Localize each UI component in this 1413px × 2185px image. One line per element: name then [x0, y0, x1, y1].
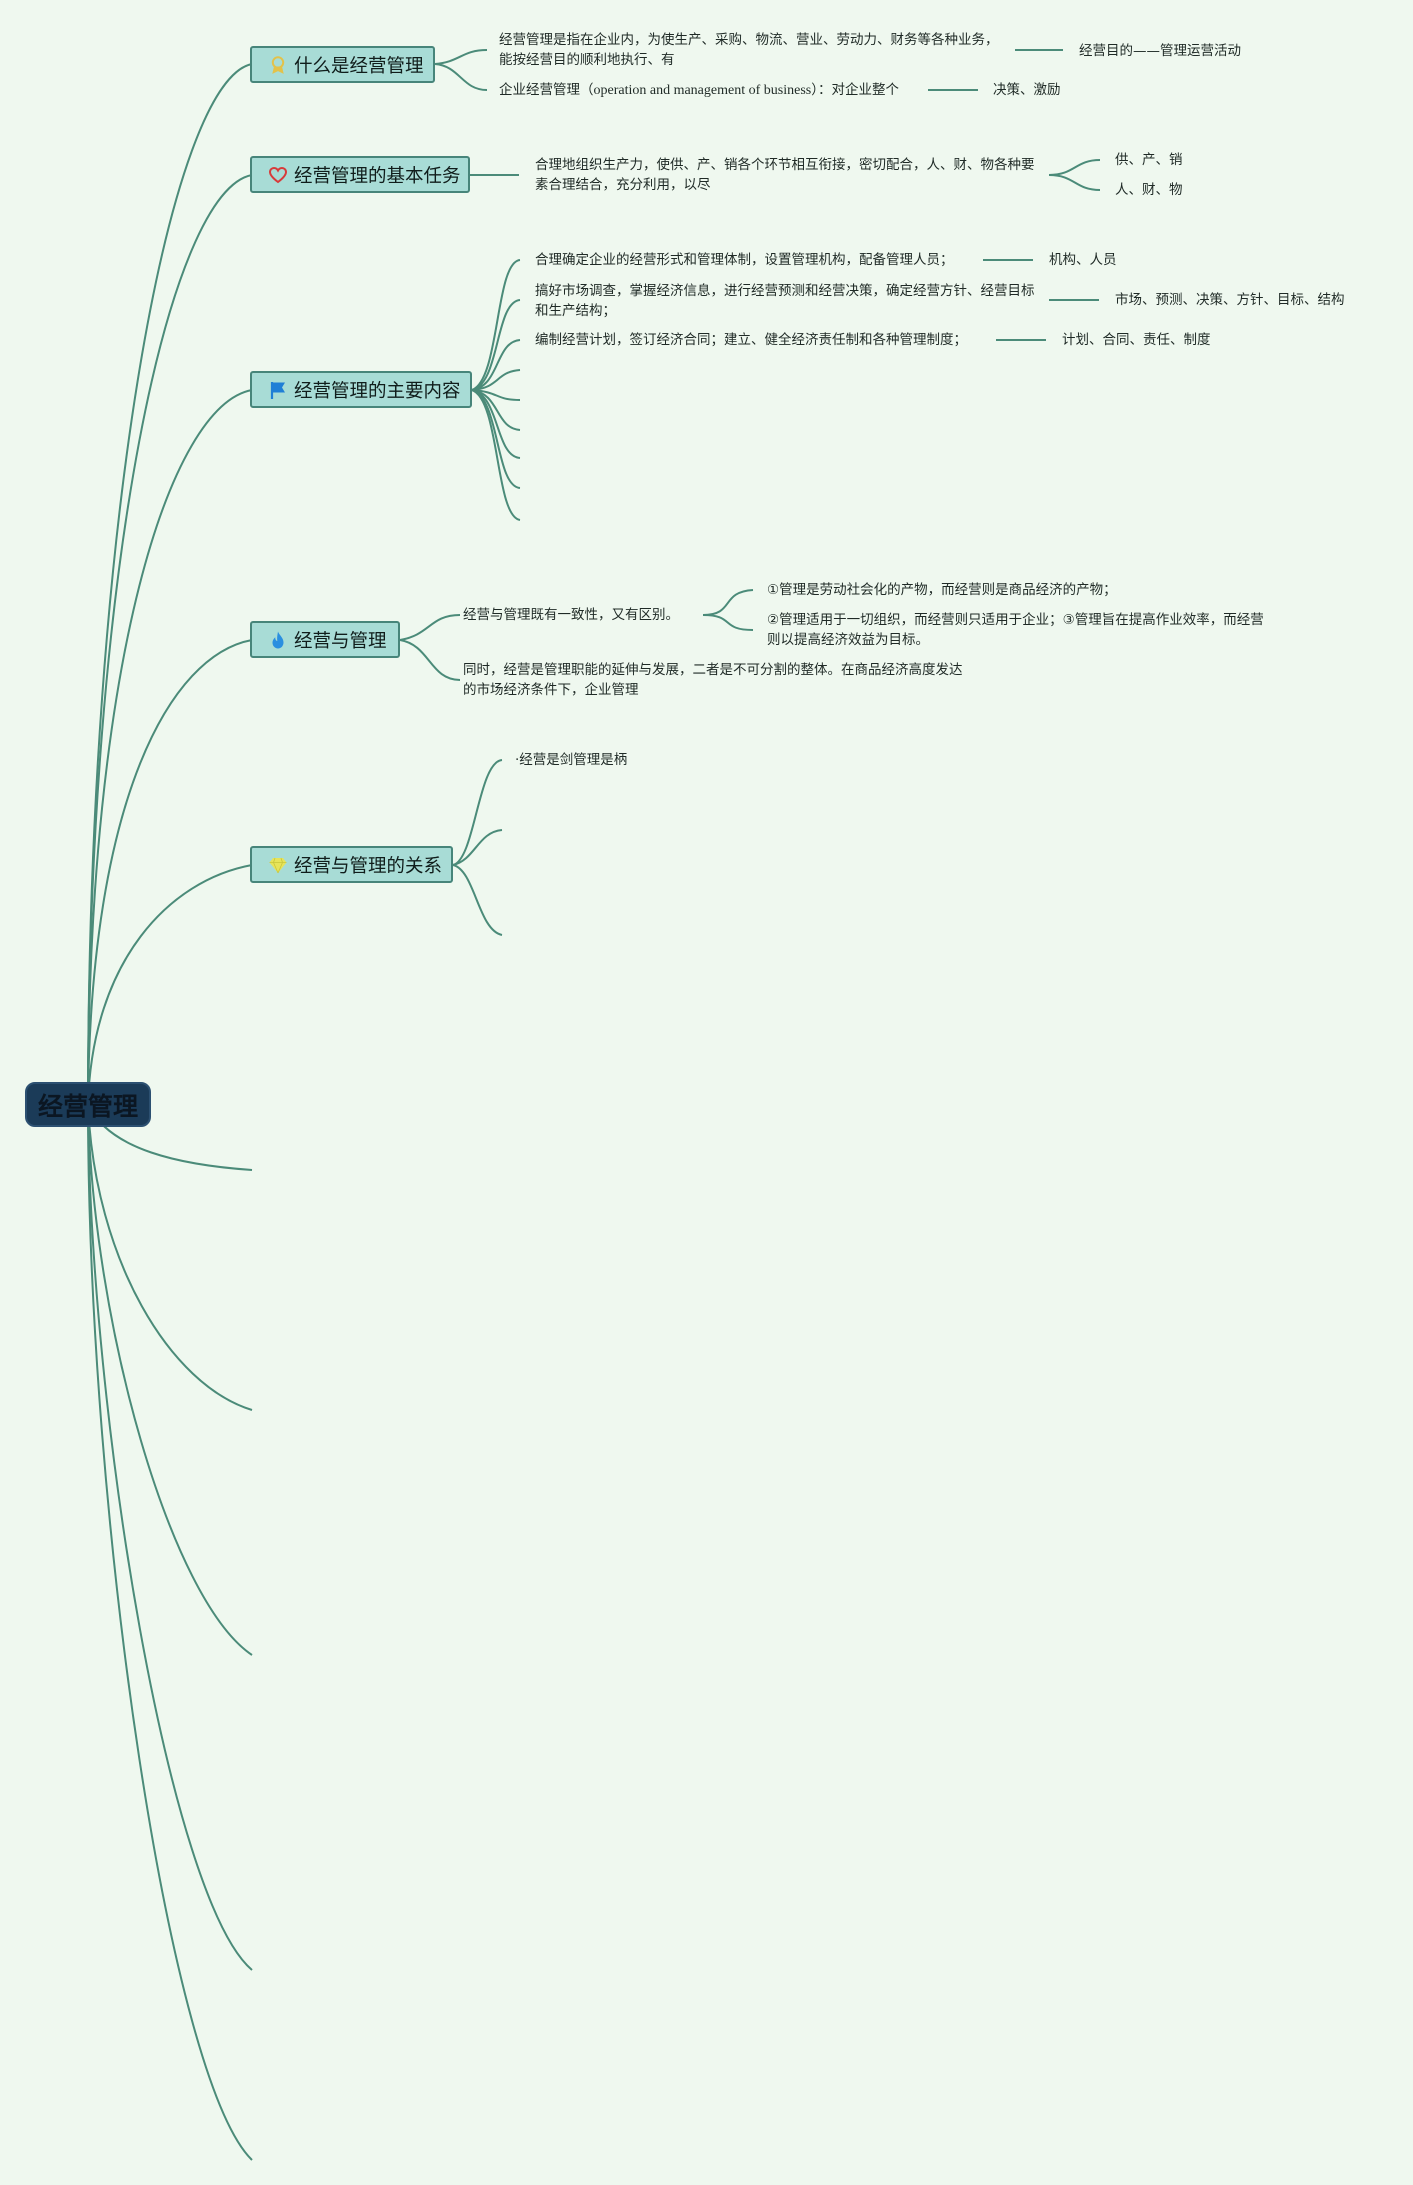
- topic-label: 经营与管理: [294, 630, 387, 652]
- connector-root-topic-4: [87, 639, 253, 1106]
- connector-t1-d1: [434, 49, 488, 65]
- connector-t2-note-b: [1048, 174, 1101, 191]
- connector-root-topic-1: [87, 63, 253, 1106]
- connector-t3-empty-1: [471, 369, 521, 391]
- connector-t4-sub1: [702, 589, 754, 616]
- connector-root-empty-4: [87, 1104, 253, 1971]
- detail-text-english: operation and management of business: [593, 83, 812, 98]
- connector-root-empty-2: [87, 1104, 253, 1411]
- connector-root-topic-2: [87, 174, 253, 1106]
- detail-text-suffix: ）：对企业整个: [811, 82, 899, 98]
- detail-note: 计划、合同、责任、制度: [1062, 332, 1211, 348]
- topic-what-is-management[interactable]: 什么是经营管理: [250, 46, 435, 83]
- detail-note: 供、产、销: [1115, 152, 1183, 168]
- detail-text: 合理地组织生产力，使供、产、销各个环节相互衔接，密切配合，人、财、物各种要素合理…: [535, 157, 1035, 193]
- detail-text: ·经营是剑管理是柄: [515, 752, 628, 768]
- topic-label: 经营管理的主要内容: [294, 380, 461, 402]
- topic-relationship[interactable]: 经营与管理的关系: [250, 846, 453, 883]
- award-ribbon-icon: [271, 55, 285, 74]
- flag-icon: [270, 381, 285, 399]
- detail-text: 编制经营计划，签订经济合同；建立、健全经济责任制和各种管理制度；: [535, 332, 967, 348]
- root-node[interactable]: 经营管理: [25, 1082, 151, 1127]
- connector-t5-empty-1: [452, 829, 503, 866]
- connector-t3-d1: [471, 259, 521, 391]
- connector-t3-empty-6: [471, 389, 521, 521]
- detail-text: 经营与管理既有一致性，又有区别。: [463, 607, 679, 623]
- connector-t4-sub2: [702, 614, 754, 631]
- topic-label: 什么是经营管理: [294, 55, 424, 77]
- detail-note: 经营目的——管理运营活动: [1079, 43, 1241, 59]
- detail-subitem: ①管理是劳动社会化的产物，而经营则是商品经济的产物；: [767, 582, 1117, 598]
- connector-root-topic-5: [87, 864, 253, 1106]
- detail-note: 机构、人员: [1049, 252, 1117, 268]
- flame-icon: [272, 631, 284, 648]
- detail-text: 合理确定企业的经营形式和管理体制，设置管理机构，配备管理人员；: [535, 252, 954, 268]
- connector-t2-note-a: [1048, 159, 1101, 176]
- connector-t3-d2: [471, 299, 521, 391]
- connector-t1-d2: [434, 63, 488, 91]
- connector-t5-empty-2: [452, 864, 503, 936]
- detail-text: 同时，经营是管理职能的延伸与发展，二者是不可分割的整体。在商品经济高度发达的市场…: [463, 662, 963, 698]
- topic-basic-tasks[interactable]: 经营管理的基本任务: [250, 156, 470, 193]
- connector-root-topic-3: [87, 389, 253, 1106]
- detail-text-prefix: 企业经营管理（: [499, 82, 594, 98]
- detail-text: 企业经营管理（operation and management of busin…: [499, 80, 899, 101]
- detail-note: 决策、激励: [993, 82, 1061, 98]
- detail-subitem: ②管理适用于一切组织，而经营则只适用于企业；③管理旨在提高作业效率，而经营则以提…: [767, 612, 1264, 648]
- connector-root-empty-3: [87, 1104, 253, 1656]
- detail-note: 市场、预测、决策、方针、目标、结构: [1115, 292, 1345, 308]
- root-label: 经营管理: [37, 1091, 138, 1121]
- topic-label: 经营管理的基本任务: [294, 165, 461, 187]
- topic-operation-and-management[interactable]: 经营与管理: [250, 621, 400, 658]
- connector-t3-d3: [471, 339, 521, 391]
- connector-t4-d2: [399, 639, 461, 681]
- connector-t3-empty-5: [471, 389, 521, 489]
- detail-text: 经营管理是指在企业内，为使生产、采购、物流、营业、劳动力、财务等各种业务，能按经…: [499, 32, 999, 68]
- connector-t3-empty-3: [471, 389, 521, 431]
- connector-root-empty-5: [87, 1104, 253, 2161]
- heart-icon: [268, 166, 288, 183]
- detail-text: 搞好市场调查，掌握经济信息，进行经营预测和经营决策，确定经营方针、经营目标和生产…: [535, 283, 1035, 319]
- gem-icon: [269, 857, 287, 873]
- detail-note: 人、财、物: [1115, 182, 1183, 198]
- topic-main-content[interactable]: 经营管理的主要内容: [250, 371, 472, 408]
- topic-label: 经营与管理的关系: [294, 855, 443, 877]
- connector-t5-d1: [452, 759, 503, 866]
- connector-t4-d1: [399, 614, 461, 641]
